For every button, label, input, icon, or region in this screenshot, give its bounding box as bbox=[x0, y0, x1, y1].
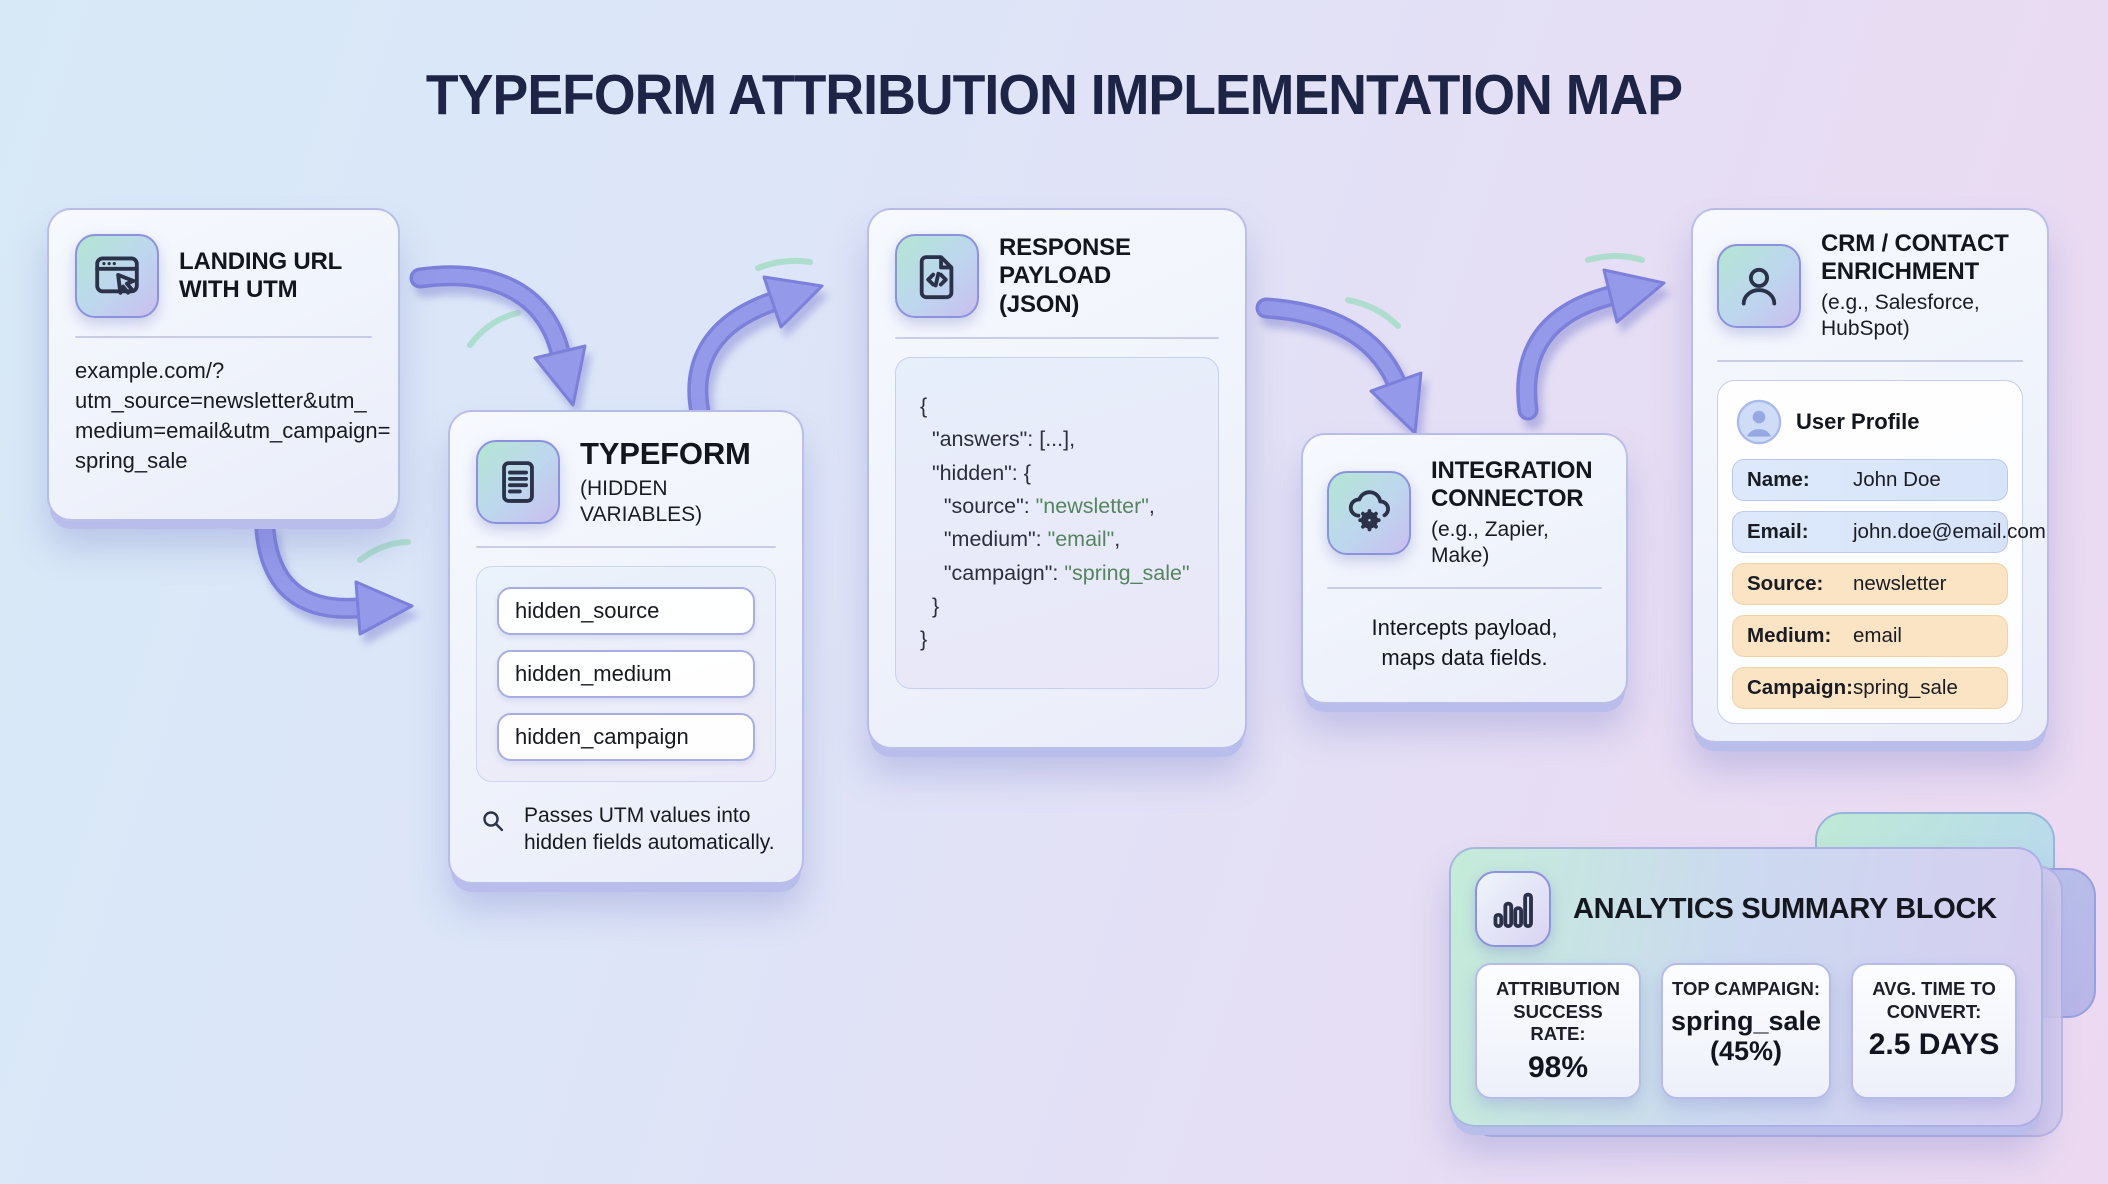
page-title: TYPEFORM ATTRIBUTION IMPLEMENTATION MAP bbox=[425, 63, 1683, 127]
typeform-card: TYPEFORM (HIDDEN VARIABLES) hidden_sourc… bbox=[448, 410, 804, 884]
stat-avg-time-to-convert: AVG. TIME TO CONVERT: 2.5 DAYS bbox=[1851, 963, 2018, 1100]
crm-row-name: Name: John Doe bbox=[1732, 459, 2008, 502]
response-payload-card: RESPONSE PAYLOAD (JSON) { "answers": [..… bbox=[867, 208, 1247, 749]
crm-row-label: Campaign: bbox=[1747, 676, 1853, 700]
typeform-card-title: TYPEFORM bbox=[580, 436, 751, 471]
crm-card-title: CRM / CONTACT ENRICHMENT bbox=[1821, 230, 2009, 286]
analytics-summary-block: ANALYTICS SUMMARY BLOCK ATTRIBUTION SUCC… bbox=[1449, 847, 2043, 1127]
analytics-stats-row: ATTRIBUTION SUCCESS RATE: 98% TOP CAMPAI… bbox=[1475, 963, 2018, 1100]
stat-attribution-success-rate: ATTRIBUTION SUCCESS RATE: 98% bbox=[1475, 963, 1641, 1100]
flow-arrow-integration-to-crm bbox=[1516, 268, 1666, 421]
document-icon bbox=[476, 440, 560, 525]
browser-cursor-icon bbox=[75, 234, 159, 318]
stat-label: TOP CAMPAIGN: bbox=[1672, 978, 1821, 999]
stat-label: AVG. TIME TO CONVERT: bbox=[1872, 978, 1996, 1022]
avatar-icon bbox=[1736, 399, 1782, 445]
crm-card-subtitle: (e.g., Salesforce, HubSpot) bbox=[1821, 290, 1980, 340]
integration-card-subtitle: (e.g., Zapier, Make) bbox=[1431, 517, 1549, 567]
integration-connector-card: INTEGRATION CONNECTOR (e.g., Zapier, Mak… bbox=[1301, 433, 1628, 704]
crm-row-value: john.doe@email.com bbox=[1853, 520, 2046, 544]
divider bbox=[75, 336, 372, 338]
cloud-gear-icon bbox=[1327, 471, 1411, 556]
crm-row-label: Email: bbox=[1747, 520, 1809, 544]
crm-row-medium: Medium: email bbox=[1732, 615, 2008, 658]
integration-card-header: INTEGRATION CONNECTOR (e.g., Zapier, Mak… bbox=[1327, 457, 1602, 569]
analytics-header: ANALYTICS SUMMARY BLOCK bbox=[1475, 871, 2017, 947]
crm-row-campaign: Campaign: spring_sale bbox=[1732, 667, 2008, 710]
typeform-note-text: Passes UTM values into hidden fields aut… bbox=[524, 804, 775, 855]
analytics-title: ANALYTICS SUMMARY BLOCK bbox=[1573, 892, 1997, 925]
divider bbox=[1717, 360, 2023, 363]
person-icon bbox=[1717, 244, 1801, 329]
crm-row-label: Name: bbox=[1747, 468, 1810, 492]
hidden-field-pill: hidden_source bbox=[497, 587, 755, 636]
crm-row-email: Email: john.doe@email.com bbox=[1732, 511, 2046, 554]
integration-card-title: INTEGRATION CONNECTOR bbox=[1431, 457, 1593, 513]
mint-echo-arc bbox=[357, 539, 411, 563]
typeform-note: Passes UTM values into hidden fields aut… bbox=[476, 802, 776, 857]
crm-row-label: Medium: bbox=[1747, 624, 1832, 648]
crm-enrichment-card: CRM / CONTACT ENRICHMENT (e.g., Salesfor… bbox=[1691, 208, 2049, 743]
landing-url-card: LANDING URL WITH UTM example.com/? utm_s… bbox=[47, 208, 400, 521]
flow-arrow-landing-to-typeform-bottom bbox=[254, 519, 414, 636]
divider bbox=[895, 336, 1219, 339]
crm-row-value: newsletter bbox=[1853, 572, 1947, 596]
mint-echo-arc bbox=[1345, 297, 1401, 329]
magnifier-icon bbox=[483, 811, 504, 832]
hidden-field-pill: hidden_campaign bbox=[497, 713, 755, 762]
hidden-fields-panel: hidden_source hidden_medium hidden_campa… bbox=[476, 566, 776, 783]
response-card-title: RESPONSE PAYLOAD (JSON) bbox=[999, 234, 1131, 318]
response-card-header: RESPONSE PAYLOAD (JSON) bbox=[895, 234, 1219, 319]
stat-top-campaign: TOP CAMPAIGN: spring_sale (45%) bbox=[1660, 963, 1832, 1100]
landing-card-title: LANDING URL WITH UTM bbox=[179, 247, 343, 303]
mint-echo-arc bbox=[1585, 253, 1645, 263]
landing-url-text: example.com/? utm_source=newsletter&utm_… bbox=[75, 358, 391, 473]
divider bbox=[1327, 587, 1602, 590]
user-profile-panel: User Profile Name: John Doe Email: john.… bbox=[1717, 380, 2046, 725]
user-profile-header: User Profile bbox=[1736, 399, 2008, 445]
code-file-icon bbox=[895, 234, 979, 319]
typeform-card-header: TYPEFORM (HIDDEN VARIABLES) bbox=[476, 436, 776, 528]
stat-value: spring_sale (45%) bbox=[1670, 1005, 1822, 1066]
typeform-card-subtitle: (HIDDEN VARIABLES) bbox=[580, 476, 703, 526]
flow-arrow-typeform-to-response bbox=[687, 275, 824, 423]
landing-card-header: LANDING URL WITH UTM bbox=[75, 234, 372, 318]
integration-description: Intercepts payload, maps data fields. bbox=[1371, 615, 1558, 670]
crm-card-header: CRM / CONTACT ENRICHMENT (e.g., Salesfor… bbox=[1717, 230, 2023, 342]
stat-label: ATTRIBUTION SUCCESS RATE: bbox=[1495, 978, 1620, 1045]
crm-row-source: Source: newsletter bbox=[1732, 563, 2008, 606]
json-code: { "answers": [...], "hidden": { "source"… bbox=[895, 356, 1219, 690]
divider bbox=[476, 546, 776, 549]
crm-row-value: email bbox=[1853, 624, 1902, 648]
hidden-field-pill: hidden_medium bbox=[497, 650, 755, 699]
stat-value: 2.5 DAYS bbox=[1868, 1028, 2000, 1062]
bar-chart-icon bbox=[1475, 871, 1551, 947]
crm-row-label: Source: bbox=[1747, 572, 1824, 596]
stat-value: 98% bbox=[1527, 1050, 1588, 1084]
mint-echo-arc bbox=[467, 310, 521, 348]
crm-row-value: spring_sale bbox=[1853, 676, 1958, 700]
flow-arrow-landing-to-typeform-top bbox=[409, 265, 587, 407]
user-profile-title: User Profile bbox=[1796, 409, 1920, 435]
crm-row-value: John Doe bbox=[1853, 468, 1941, 492]
flow-arrow-response-to-integration bbox=[1255, 297, 1423, 435]
mint-echo-arc bbox=[755, 257, 813, 271]
